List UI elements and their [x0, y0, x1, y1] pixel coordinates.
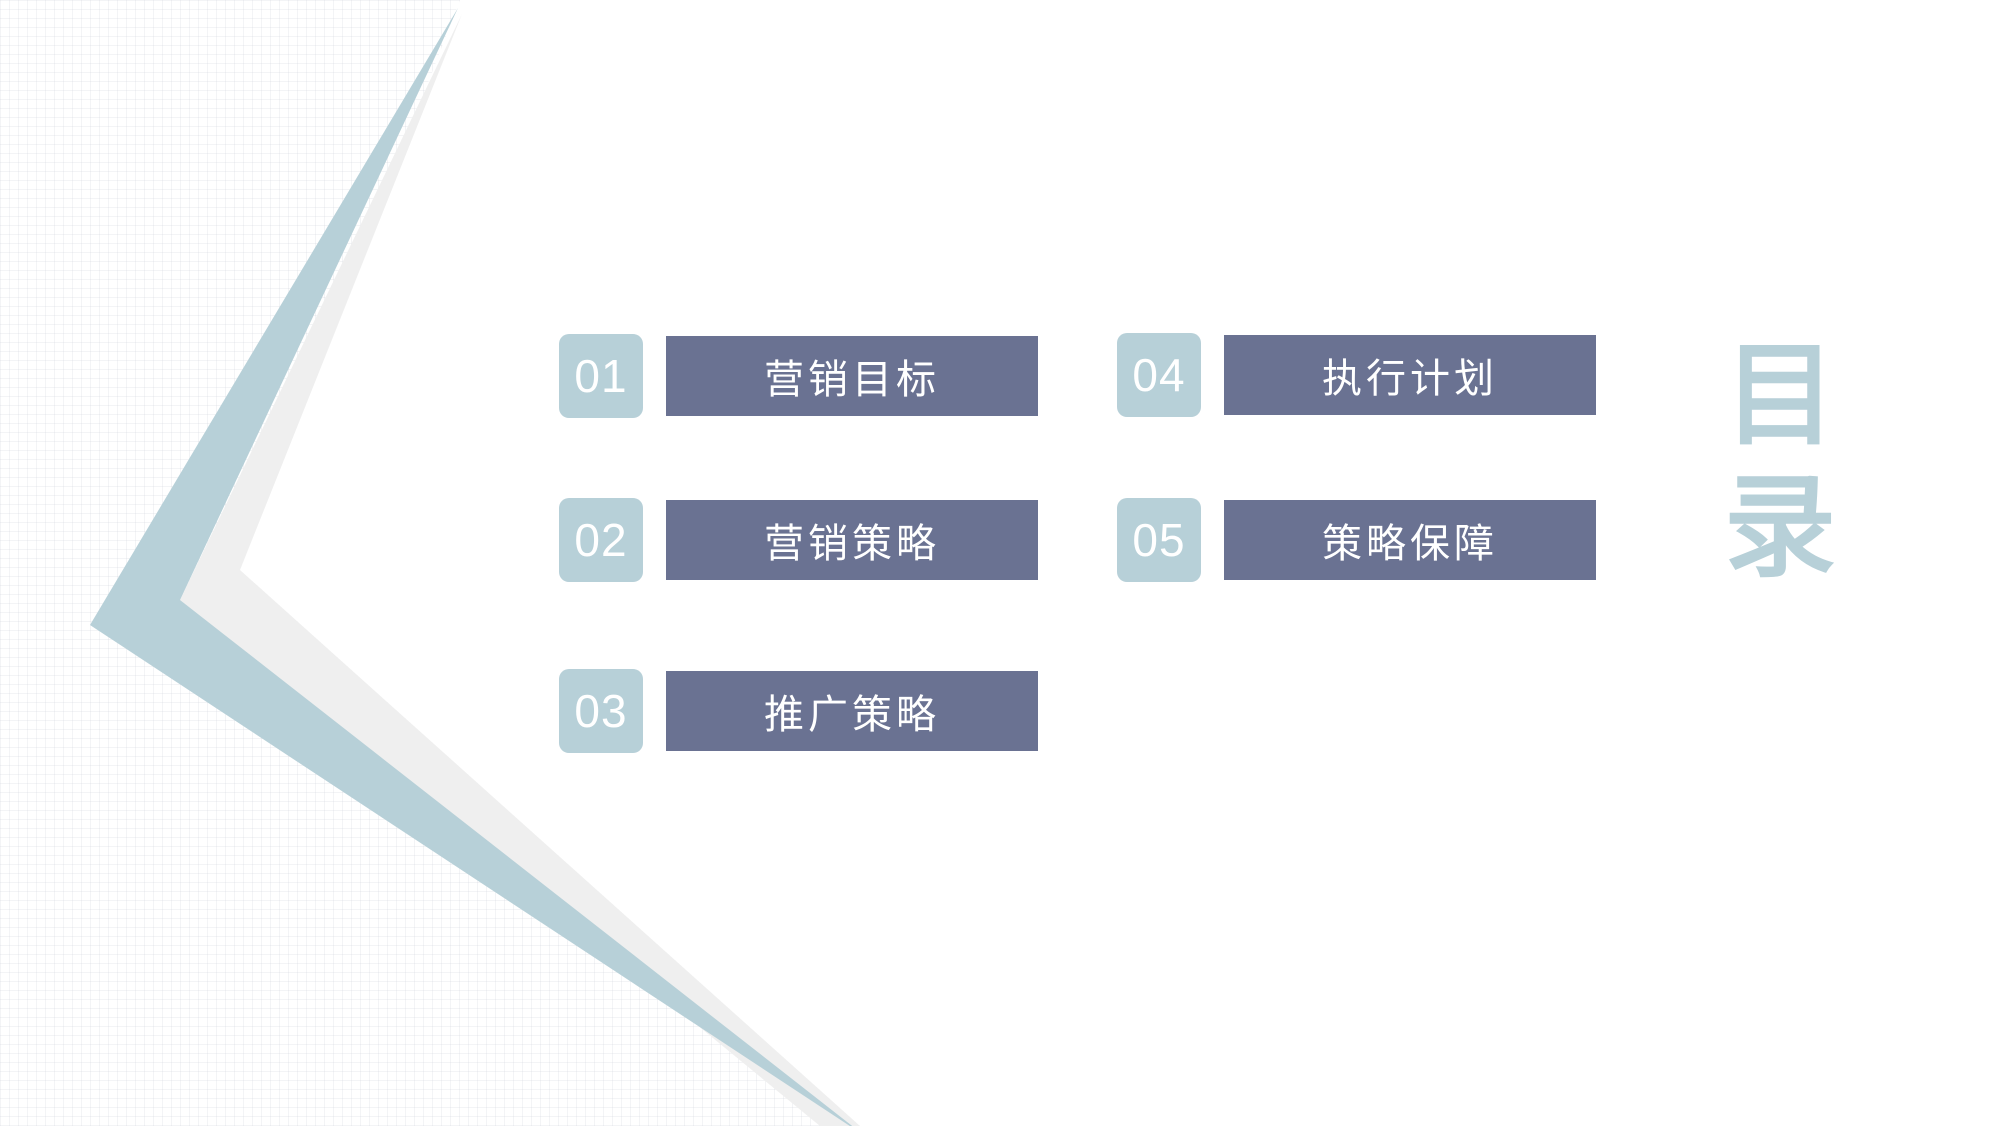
toc-label: 推广策略 — [666, 671, 1038, 751]
toc-item-01[interactable]: 01 营销目标 — [559, 334, 1038, 418]
toc-number: 03 — [559, 669, 643, 753]
toc-item-02[interactable]: 02 营销策略 — [559, 498, 1038, 582]
toc-item-05[interactable]: 05 策略保障 — [1117, 498, 1596, 582]
toc-number: 05 — [1117, 498, 1201, 582]
toc-number: 02 — [559, 498, 643, 582]
toc-label: 营销策略 — [666, 500, 1038, 580]
toc-label: 执行计划 — [1224, 335, 1596, 415]
toc-title: 目 录 — [1710, 330, 1850, 594]
toc-item-04[interactable]: 04 执行计划 — [1117, 333, 1596, 417]
toc-label: 营销目标 — [666, 336, 1038, 416]
toc-label: 策略保障 — [1224, 500, 1596, 580]
toc-number: 01 — [559, 334, 643, 418]
toc-title-char-2: 录 — [1724, 463, 1836, 593]
toc-number: 04 — [1117, 333, 1201, 417]
toc-title-char-1: 目 — [1724, 331, 1836, 461]
toc-item-03[interactable]: 03 推广策略 — [559, 669, 1038, 753]
